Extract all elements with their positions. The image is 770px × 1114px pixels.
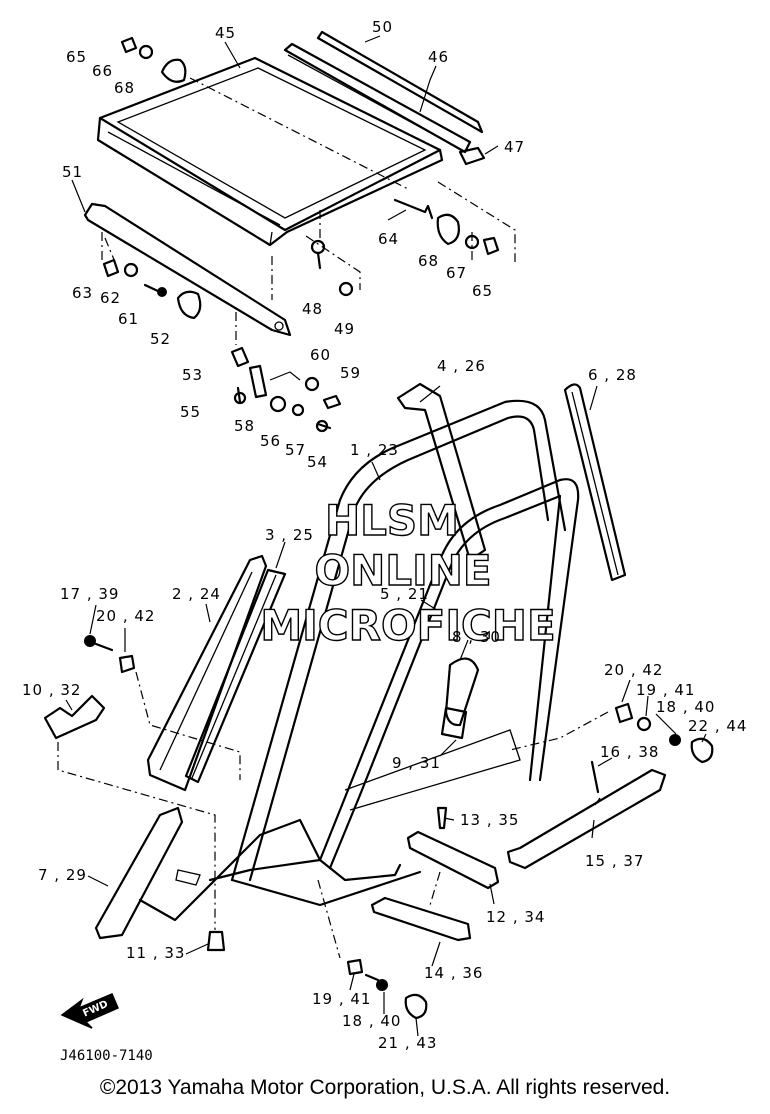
callout-61: 61: [118, 310, 139, 328]
callout-labels: 65 66 68 45 50 46 47 51 64 68 67 65 63 6…: [22, 18, 747, 1052]
clip-47: [458, 146, 486, 166]
assembly-line: [305, 210, 361, 290]
callout-3-25: 3 , 25: [265, 526, 314, 544]
callout-14-36: 14 , 36: [424, 964, 483, 982]
side-panel-2-24: [146, 554, 268, 792]
door-frame-1-23: [230, 399, 567, 907]
callout-22-44: 22 , 44: [688, 717, 747, 735]
rear-roof-bar-51: [83, 202, 292, 337]
seal-strip-6-28: [563, 383, 627, 582]
callout-18-40b: 18 , 40: [342, 1012, 401, 1030]
window-frame-5-21: [318, 478, 580, 882]
callout-13-35: 13 , 35: [460, 811, 519, 829]
callout-17-39: 17 , 39: [60, 585, 119, 603]
callout-9-31: 9 , 31: [392, 754, 441, 772]
callout-19-41b: 19 , 41: [312, 990, 371, 1008]
callout-2-24: 2 , 24: [172, 585, 221, 603]
bracket-8-30: [444, 657, 480, 727]
sill-rail-15-37: [506, 768, 667, 870]
assembly-line: [101, 232, 273, 300]
copyright-notice: ©2013 Yamaha Motor Corporation, U.S.A. A…: [99, 1076, 671, 1099]
watermark-line-3: MICROFICHE: [260, 601, 555, 650]
callout-20-42b: 20 , 42: [604, 661, 663, 679]
assembly-line: [135, 671, 241, 780]
seal-strip-3-25: [184, 568, 287, 784]
assembly-line: [57, 742, 216, 930]
fasteners-left: [84, 635, 136, 674]
callout-65b: 65: [472, 282, 493, 300]
callout-53: 53: [182, 366, 203, 384]
leader-lines: [65, 35, 707, 1037]
fasteners-rear-bar: [102, 258, 202, 320]
callout-50: 50: [372, 18, 393, 36]
callout-60: 60: [310, 346, 331, 364]
forward-direction-arrow: FWD: [60, 993, 119, 1029]
roof-rail-50: [316, 30, 484, 134]
callout-10-32: 10 , 32: [22, 681, 81, 699]
callout-47: 47: [504, 138, 525, 156]
callout-4-26: 4 , 26: [437, 357, 486, 375]
callout-67: 67: [446, 264, 467, 282]
callout-8-30: 8 , 30: [452, 628, 501, 646]
callout-68: 68: [114, 79, 135, 97]
callout-63: 63: [72, 284, 93, 302]
bracket-9-31: [440, 706, 468, 740]
callout-46: 46: [428, 48, 449, 66]
sill-strip-14-36: [370, 896, 472, 942]
callout-15-37: 15 , 37: [585, 852, 644, 870]
callout-65: 65: [66, 48, 87, 66]
fasteners-top-left: [120, 36, 187, 83]
callout-20-42: 20 , 42: [96, 607, 155, 625]
callout-48: 48: [302, 300, 323, 318]
fasteners-bottom: [346, 958, 428, 1020]
sill-strip-12-34: [406, 830, 500, 890]
watermark-line-2: ONLINE: [314, 546, 491, 595]
callout-18-40: 18 , 40: [656, 698, 715, 716]
assembly-line: [437, 181, 516, 262]
fasteners-48-49: [310, 239, 354, 297]
callout-54: 54: [307, 453, 328, 471]
callout-64: 64: [378, 230, 399, 248]
roof-panel: [96, 56, 444, 247]
callout-1-23: 1 , 23: [350, 441, 399, 459]
watermark-line-1: HLSM: [325, 496, 459, 545]
reference-code: J46100-7140: [60, 1048, 153, 1064]
callout-12-34: 12 , 34: [486, 908, 545, 926]
callout-58: 58: [234, 417, 255, 435]
callout-7-29: 7 , 29: [38, 866, 87, 884]
callout-57: 57: [285, 441, 306, 459]
callout-62: 62: [100, 289, 121, 307]
callout-45: 45: [215, 24, 236, 42]
callout-11-33: 11 , 33: [126, 944, 185, 962]
callout-19-41: 19 , 41: [636, 681, 695, 699]
assembly-line: [429, 871, 441, 906]
callout-6-28: 6 , 28: [588, 366, 637, 384]
callout-52: 52: [150, 330, 171, 348]
seal-strip-4-26: [396, 382, 487, 562]
callout-5-21: 5 , 21: [380, 585, 429, 603]
watermark: HLSM ONLINE MICROFICHE: [260, 495, 557, 650]
assembly-line: [509, 711, 609, 751]
assembly-line: [317, 879, 341, 959]
callout-56: 56: [260, 432, 281, 450]
lower-panel-7-29: [94, 806, 322, 940]
callout-68b: 68: [418, 252, 439, 270]
bracket-10-32: [43, 694, 106, 740]
callout-66: 66: [92, 62, 113, 80]
callout-59: 59: [340, 364, 361, 382]
callout-16-38: 16 , 38: [600, 743, 659, 761]
callout-49: 49: [334, 320, 355, 338]
fasteners-right: [393, 198, 500, 256]
roof-rail-46: [283, 42, 472, 154]
callout-55: 55: [180, 403, 201, 421]
screw-13-35: [436, 806, 448, 830]
fastener-11-33: [206, 930, 226, 952]
callout-21-43: 21 , 43: [378, 1034, 437, 1052]
bracket-group: [230, 346, 342, 433]
callout-51: 51: [62, 163, 83, 181]
